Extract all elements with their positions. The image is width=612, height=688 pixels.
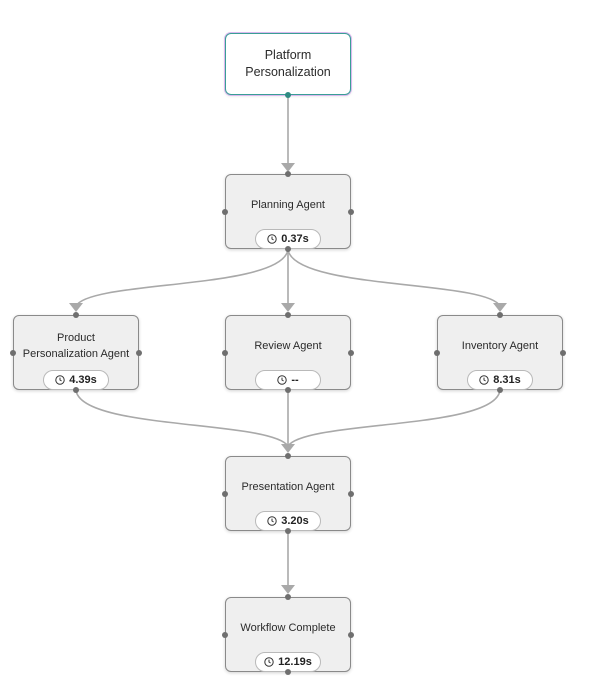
node-workflow-complete[interactable]: Workflow Complete 12.19s	[222, 594, 354, 675]
node-label-line: Personalization	[245, 65, 331, 79]
left-port[interactable]	[222, 349, 228, 356]
edge-planning-to-product	[75, 249, 289, 307]
duration-value: 0.37s	[281, 233, 309, 245]
node-platform-personalization[interactable]: Platform Personalization	[225, 33, 351, 98]
left-port[interactable]	[10, 349, 16, 356]
output-port[interactable]	[285, 528, 291, 534]
node-label: Inventory Agent	[461, 339, 539, 352]
duration-value: 12.19s	[278, 656, 312, 668]
input-port[interactable]	[285, 171, 291, 177]
edge-inventory-to-presentation	[287, 389, 501, 447]
input-port[interactable]	[285, 594, 291, 600]
node-planning-agent[interactable]: Planning Agent 0.37s	[222, 171, 354, 252]
output-port[interactable]	[285, 669, 291, 675]
arrowhead-product	[69, 303, 83, 312]
arrowhead-complete	[281, 585, 295, 594]
arrowhead-review	[281, 303, 295, 312]
edge-product-to-presentation	[75, 389, 289, 447]
node-label: Platform Personalization	[245, 47, 330, 81]
output-port[interactable]	[285, 387, 291, 393]
left-port[interactable]	[222, 631, 228, 638]
duration-value: 3.20s	[281, 515, 309, 527]
input-port[interactable]	[285, 312, 291, 318]
right-port[interactable]	[348, 208, 354, 215]
node-review-agent[interactable]: Review Agent --	[222, 312, 354, 393]
node-label-line: Personalization Agent	[22, 347, 130, 360]
left-port[interactable]	[222, 490, 228, 497]
node-label: Presentation Agent	[241, 480, 335, 493]
input-port[interactable]	[497, 312, 503, 318]
right-port[interactable]	[348, 631, 354, 638]
duration-value: 4.39s	[69, 374, 97, 386]
duration-value: --	[291, 374, 299, 386]
duration-badge: 4.39s	[43, 370, 109, 390]
clock-icon	[55, 375, 65, 385]
right-port[interactable]	[560, 349, 566, 356]
output-port[interactable]	[285, 92, 291, 98]
output-port[interactable]	[497, 387, 503, 393]
clock-icon	[277, 375, 288, 385]
input-port[interactable]	[285, 453, 291, 459]
output-port[interactable]	[73, 387, 79, 393]
clock-icon	[267, 516, 277, 526]
clock-icon	[267, 234, 277, 244]
left-port[interactable]	[434, 349, 440, 356]
left-port[interactable]	[222, 208, 228, 215]
node-label: Review Agent	[254, 339, 322, 352]
right-port[interactable]	[136, 349, 142, 356]
node-label-line: Platform	[264, 48, 312, 62]
node-label-line: Product	[57, 331, 95, 344]
arrowhead-presentation	[281, 444, 295, 453]
node-label: Workflow Complete	[240, 621, 336, 634]
arrowhead-planning	[281, 163, 295, 172]
clock-icon	[264, 657, 274, 667]
arrowhead-inventory	[493, 303, 507, 312]
clock-icon	[479, 375, 489, 385]
node-label: Planning Agent	[250, 198, 325, 211]
node-label: Product Personalization Agent	[23, 330, 129, 362]
output-port[interactable]	[285, 246, 291, 252]
node-inventory-agent[interactable]: Inventory Agent 8.31s	[434, 312, 566, 393]
duration-badge: 12.19s	[255, 652, 321, 672]
duration-value: 8.31s	[493, 374, 521, 386]
duration-badge: 8.31s	[467, 370, 533, 390]
edge-planning-to-inventory	[287, 249, 501, 307]
node-product-personalization-agent[interactable]: Product Personalization Agent 4.39s	[10, 312, 142, 393]
input-port[interactable]	[73, 312, 79, 318]
right-port[interactable]	[348, 490, 354, 497]
right-port[interactable]	[348, 349, 354, 356]
node-presentation-agent[interactable]: Presentation Agent 3.20s	[222, 453, 354, 534]
